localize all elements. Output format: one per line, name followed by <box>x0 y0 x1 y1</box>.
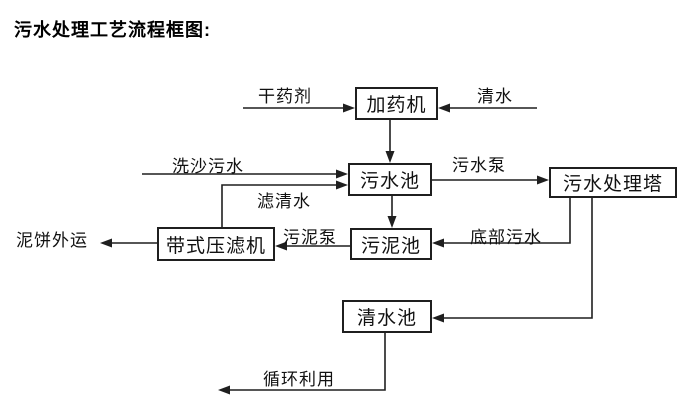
node-label: 污水池 <box>359 171 420 192</box>
arrowhead-clear-water <box>438 103 450 113</box>
edge-recycling <box>230 333 386 391</box>
flow-label-bottom-sewage: 底部污水 <box>470 228 542 247</box>
node-sludge-pool: 污泥池 <box>350 228 432 260</box>
arrowhead-dry-chemical <box>343 103 355 113</box>
flow-label-sand-washing-sewage: 洗沙污水 <box>172 157 244 176</box>
flow-label-sludge-pump: 污泥泵 <box>283 228 337 247</box>
node-sewage-pool: 污水池 <box>348 163 432 196</box>
arrowhead-mud-cake <box>100 238 112 248</box>
arrowhead-sewage-pump <box>537 175 549 185</box>
node-label: 清水池 <box>356 308 417 329</box>
arrowhead-sewage-to-sludge <box>387 216 397 228</box>
flow-label-clear-water: 清水 <box>477 87 513 106</box>
flow-label-filtered-water: 滤清水 <box>257 192 311 211</box>
arrowhead-tower-to-clearpool <box>432 313 444 323</box>
arrowhead-bottom-sewage <box>432 238 444 248</box>
node-dosing-machine: 加药机 <box>355 87 438 120</box>
flow-label-mud-cake-transport: 泥饼外运 <box>16 231 88 250</box>
flow-label-dry-chemical: 干药剂 <box>258 87 312 106</box>
arrowhead-recycling <box>218 385 230 395</box>
page-title: 污水处理工艺流程框图: <box>14 20 211 40</box>
arrowhead-dosing-to-sewage <box>385 151 395 163</box>
arrowhead-sludge-pump <box>275 241 287 251</box>
node-belt-filter-press: 带式压滤机 <box>157 227 275 261</box>
edge-tower-to-clearpool <box>444 198 593 319</box>
node-clear-water-pool: 清水池 <box>342 300 432 333</box>
node-label: 加药机 <box>366 95 427 116</box>
flow-label-recycling: 循环利用 <box>263 370 335 389</box>
arrowhead-sand-washing <box>336 169 348 179</box>
edge-filtered-water <box>221 184 337 227</box>
node-label: 污水处理塔 <box>562 174 663 195</box>
node-treatment-tower: 污水处理塔 <box>549 167 677 198</box>
node-label: 污泥池 <box>360 235 421 257</box>
node-label: 带式压滤机 <box>165 235 266 257</box>
arrowhead-filtered-water <box>336 180 348 190</box>
edge-bottom-sewage <box>444 198 571 244</box>
flow-label-sewage-pump: 污水泵 <box>452 156 506 175</box>
